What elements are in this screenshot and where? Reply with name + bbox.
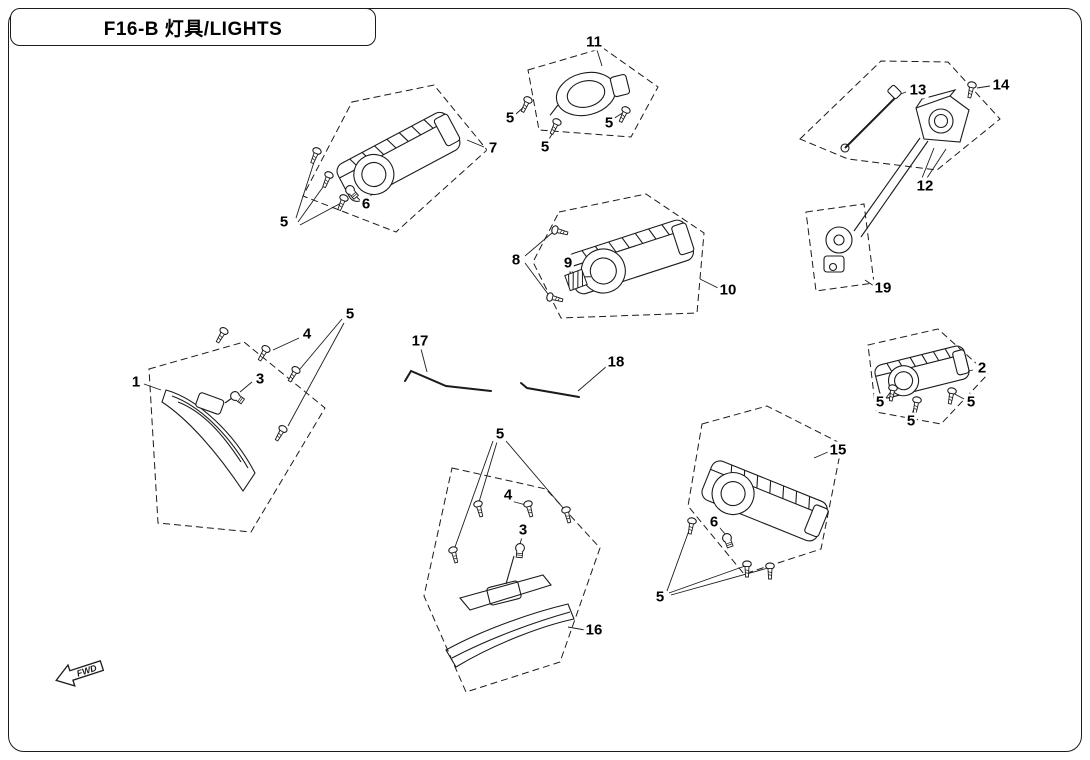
screw-icon xyxy=(909,395,923,415)
turn-signal-assembly-1 xyxy=(161,389,256,492)
position-light-assembly-11 xyxy=(549,71,631,117)
headlight-assembly-10 xyxy=(566,219,695,295)
headlight-assembly-7 xyxy=(336,111,461,202)
page-title: F16-B 灯具/LIGHTS xyxy=(103,18,283,40)
title-box: F16-B 灯具/LIGHTS xyxy=(10,8,376,46)
screws-cluster-2 xyxy=(885,383,958,415)
screw-icon xyxy=(447,545,462,565)
cluster-boundary-16 xyxy=(423,467,601,693)
screw-icon xyxy=(472,499,487,519)
headlight-assembly-2 xyxy=(874,345,970,399)
screws-cluster-8 xyxy=(545,224,570,306)
screw-icon xyxy=(522,499,537,519)
screw-icon-14 xyxy=(964,80,978,100)
cluster-boundary-15 xyxy=(687,405,843,575)
screw-icon xyxy=(272,423,289,443)
fwd-arrow: FWD xyxy=(55,660,105,687)
leader-lines xyxy=(143,49,991,631)
cluster-boundary-10 xyxy=(532,193,705,319)
screw-icon xyxy=(550,224,570,239)
adjust-rod-17 xyxy=(404,369,492,392)
screw-icon xyxy=(684,516,698,536)
headlight-assembly-15 xyxy=(701,460,829,542)
adjust-rod-18 xyxy=(520,382,580,398)
cluster-boundary-11 xyxy=(527,47,659,138)
screw-icon xyxy=(547,116,563,137)
bulb-icon-3 xyxy=(228,389,246,406)
license-bracket-19 xyxy=(823,226,853,273)
bulb-icon-6b xyxy=(720,531,735,549)
cluster-boundary-2 xyxy=(867,328,989,425)
page-border xyxy=(8,8,1082,752)
bulb-socket-9 xyxy=(564,268,591,292)
screw-icon xyxy=(616,104,632,125)
cluster-boundaries xyxy=(148,47,1001,693)
screw-icon xyxy=(765,562,775,580)
cluster-boundary-1 xyxy=(148,341,326,533)
cluster-boundary-12 xyxy=(799,60,1001,171)
fwd-arrow-shape xyxy=(55,660,105,687)
screw-icon xyxy=(944,386,958,406)
cluster-boundary-7 xyxy=(302,84,488,233)
screw-icon xyxy=(213,325,230,345)
screw-icon xyxy=(285,364,302,384)
turn-signal-assembly-16 xyxy=(445,555,575,668)
screw-icon xyxy=(518,94,534,115)
screw-icon xyxy=(545,291,565,306)
bolt-13 xyxy=(840,84,902,153)
bulb-icon-3b xyxy=(514,542,526,559)
screw-icon xyxy=(560,505,575,525)
screws-cluster-7 xyxy=(307,145,350,213)
screw-icon xyxy=(307,145,323,166)
screw-icon xyxy=(319,169,335,190)
tail-light-assembly-12 xyxy=(853,89,970,238)
screws-cluster-16 xyxy=(447,499,575,565)
